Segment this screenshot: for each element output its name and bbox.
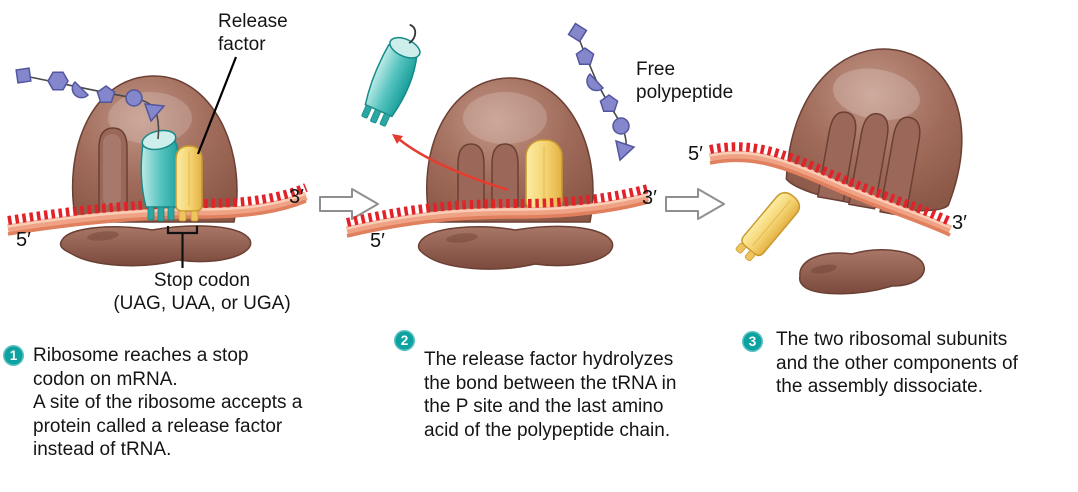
chain-link-line [29, 76, 160, 140]
amino-acid-hexagon [47, 71, 69, 91]
three-prime-label-panel1: 3′ [289, 186, 304, 208]
small-ribosomal-subunit [798, 249, 925, 295]
release-factor-shape [735, 191, 801, 262]
ribosome-tunnel-arch [98, 127, 128, 219]
three-prime-label-panel2: 3′ [642, 187, 657, 209]
release-factor-shape [175, 145, 203, 222]
ribosome-tunnel-arch [457, 143, 485, 217]
stop-codon-bracket [166, 226, 199, 268]
free-polypeptide-label: Free polypeptide [636, 59, 734, 103]
small-subunit-slit [811, 264, 837, 274]
polypeptide-chain [15, 67, 166, 140]
ribosome-highlight [463, 92, 547, 144]
release-factor-label: Release factor [218, 11, 288, 55]
step-arrow-1 [319, 188, 379, 220]
step-2-badge: 2 [394, 330, 415, 351]
small-subunit-slit [87, 231, 119, 241]
three-prime-label-panel3: 3′ [952, 212, 967, 234]
panel-3-dissociation [710, 48, 963, 295]
ribosome-tunnel-arch [491, 143, 519, 217]
large-ribosomal-subunit [785, 48, 963, 218]
step-3-badge: 3 [742, 331, 763, 352]
trna-hook-line [408, 23, 417, 44]
release-factor-shape [525, 139, 563, 217]
five-prime-label-panel3: 5′ [688, 143, 703, 165]
ribosome-highlight [832, 68, 920, 121]
small-subunit-slit [446, 233, 478, 243]
release-arrow [392, 134, 509, 192]
ribosome-tunnel-arch [879, 116, 921, 218]
amino-acid-halfdisc [586, 72, 605, 92]
amino-acid-pentagon [96, 85, 116, 104]
amino-acid-square [567, 22, 588, 43]
step-3-caption: The two ribosomal subunits and the other… [776, 329, 1018, 397]
arch-highlight [103, 134, 121, 206]
five-prime-label-panel2: 5′ [370, 230, 385, 252]
panel-1-stop-codon-recognition [8, 56, 306, 268]
step-1-caption: Ribosome reaches a stop codon on mRNA. A… [33, 345, 303, 460]
step-arrow-2 [665, 188, 725, 220]
release-factor-pointer-line [196, 56, 238, 155]
amino-acid-circle [612, 117, 630, 135]
step-2-caption: The release factor hydrolyzes the bond b… [424, 349, 677, 441]
panel-2-hydrolysis [347, 22, 648, 270]
step-1-badge: 1 [3, 345, 24, 366]
amino-acid-pentagon [599, 94, 619, 113]
five-prime-label-panel1: 5′ [16, 229, 31, 251]
free-polypeptide-chain [567, 22, 636, 162]
small-ribosomal-subunit [59, 225, 252, 267]
stop-codon-label: Stop codon (UAG, UAA, or UGA) [113, 270, 291, 314]
small-ribosomal-subunit [417, 225, 614, 270]
amino-acid-halfdisc [71, 80, 90, 99]
trna-in-p-site [140, 129, 182, 222]
released-trna [361, 23, 421, 127]
amino-acid-triangle [614, 139, 636, 162]
amino-acid-circle [125, 89, 143, 107]
amino-acid-pentagon [575, 47, 595, 66]
amino-acid-square [15, 67, 32, 84]
amino-acid-triangle [143, 103, 166, 123]
